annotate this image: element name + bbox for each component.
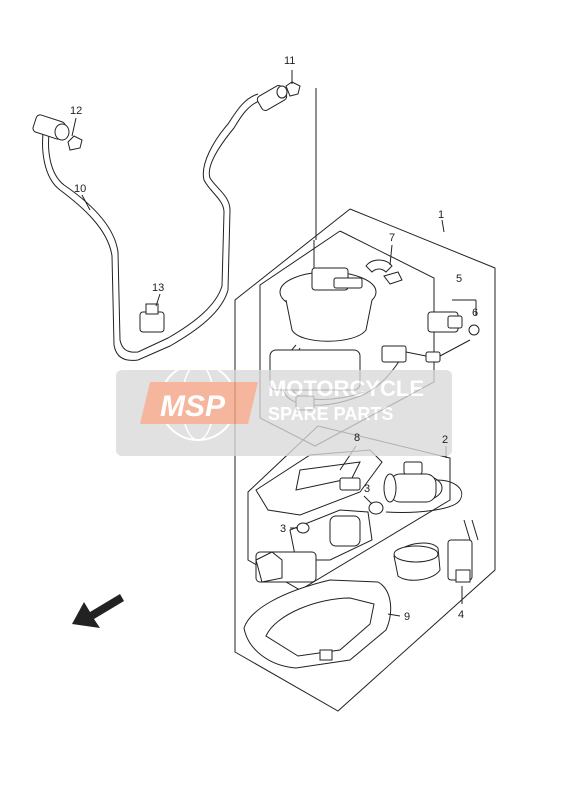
callout-leaders (71, 70, 463, 617)
callout-labels: 1 2 3 3 4 5 6 7 8 9 10 11 12 13 (70, 55, 478, 623)
callout-9: 9 (404, 611, 410, 623)
hose-clip-11 (285, 81, 301, 97)
msp-logo-badge (140, 382, 258, 424)
hose-clamp-13 (139, 303, 165, 333)
callout-8: 8 (354, 432, 360, 444)
fuel-pump-2 (383, 461, 463, 513)
o-ring-6 (468, 324, 480, 336)
callout-1: 1 (438, 209, 444, 221)
callout-3b: 3 (280, 523, 286, 535)
watermark-line1: MOTORCYCLE (268, 376, 424, 401)
wiring-plug (381, 339, 471, 363)
callout-10: 10 (74, 183, 86, 195)
lower-case-9 (243, 579, 392, 669)
fuel-pump-assembly-outline (234, 208, 496, 712)
hose-clip-12 (67, 135, 83, 151)
msp-watermark: MSP MOTORCYCLE SPARE PARTS (116, 363, 452, 456)
fuel-filter (393, 542, 441, 581)
fuel-connector-5 (427, 299, 477, 333)
callout-13: 13 (152, 282, 164, 294)
seal-3-lower (296, 522, 310, 534)
callout-11: 11 (284, 55, 295, 67)
watermark-line2: SPARE PARTS (268, 404, 393, 424)
callout-12: 12 (70, 105, 82, 117)
pump-holder (255, 509, 373, 583)
fuel-level-sender-4 (447, 519, 479, 583)
callout-7: 7 (389, 232, 395, 244)
fuel-hose (32, 85, 288, 361)
callout-3a: 3 (364, 483, 370, 495)
callout-2: 2 (442, 434, 448, 446)
callout-5: 5 (456, 273, 462, 285)
retainer-clip-7 (365, 259, 403, 285)
callout-4: 4 (458, 609, 464, 621)
front-direction-arrow-icon (72, 594, 124, 628)
seal-3-upper (368, 501, 384, 515)
watermark-logo-text: MSP (160, 390, 226, 423)
callout-6: 6 (472, 307, 478, 319)
